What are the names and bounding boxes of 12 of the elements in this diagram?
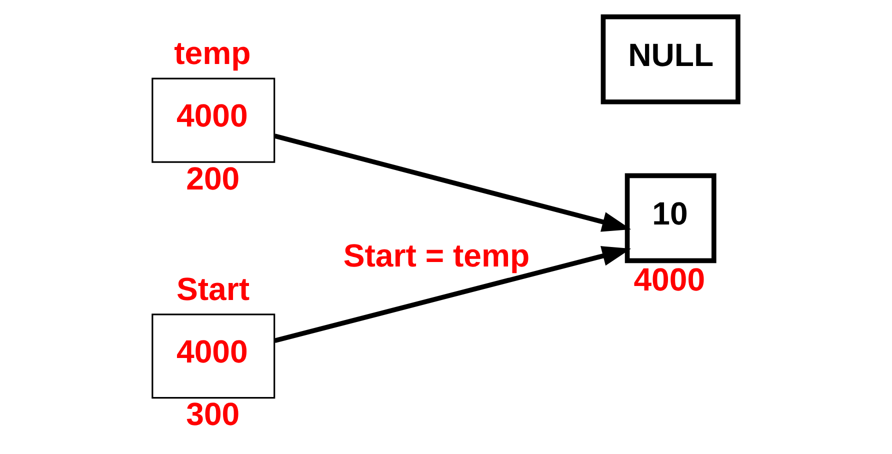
node-box: NULL xyxy=(600,14,740,104)
node-box: 10 xyxy=(624,173,716,264)
node-box: 4000 xyxy=(152,314,276,399)
node-label: 300 xyxy=(186,396,240,432)
node-label: Start xyxy=(176,270,250,307)
arrow xyxy=(274,246,632,344)
node-label: 4000 xyxy=(634,261,706,298)
edge-label: Start = temp xyxy=(343,237,530,274)
node-label: 200 xyxy=(186,160,240,196)
node-label: temp xyxy=(174,35,251,72)
node-box: 4000 xyxy=(152,78,276,163)
arrow xyxy=(274,134,632,232)
